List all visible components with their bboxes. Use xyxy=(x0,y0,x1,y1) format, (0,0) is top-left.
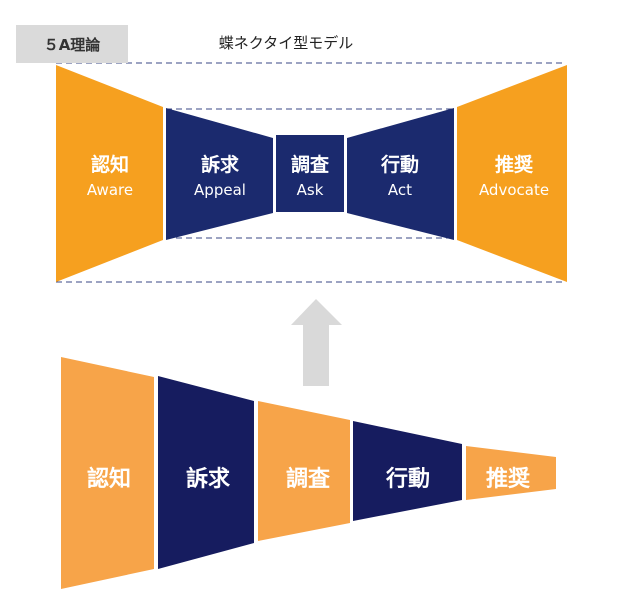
label-jp: 行動 xyxy=(380,154,420,176)
bowtie-aware-shape xyxy=(56,65,163,282)
funnel-label-advocate: 推奨 xyxy=(485,467,531,492)
label-en: Ask xyxy=(296,181,324,199)
funnel-advocate-shape xyxy=(466,446,556,500)
label-jp: 調査 xyxy=(290,154,330,176)
funnel-label-ask: 調査 xyxy=(285,467,331,492)
model-badge: ５A理論 xyxy=(16,25,128,63)
funnel-label-aware: 認知 xyxy=(86,467,132,492)
label-en: Act xyxy=(387,181,413,199)
bowtie-ask-shape xyxy=(276,135,344,212)
funnel-aware-shape xyxy=(61,357,154,589)
bowtie-label-advocate: 推奨 Advocate xyxy=(479,150,549,199)
bowtie-act-shape xyxy=(347,108,454,240)
bowtie-label-aware: 認知 Aware xyxy=(87,150,133,199)
bowtie-label-ask: 調査 Ask xyxy=(291,150,329,199)
label-en: Aware xyxy=(86,181,134,199)
up-arrow-icon xyxy=(291,299,342,386)
funnel-act-shape xyxy=(353,421,462,521)
label-en: Advocate xyxy=(478,181,550,199)
label-jp: 推奨 xyxy=(494,154,533,176)
funnel-label-appeal: 訴求 xyxy=(185,467,231,492)
model-subtitle: 蝶ネクタイ型モデル xyxy=(218,34,354,52)
label-en: Appeal xyxy=(194,181,246,199)
bowtie-appeal-shape xyxy=(166,108,273,240)
funnel-appeal-shape xyxy=(158,376,254,569)
label-jp: 認知 xyxy=(90,154,129,176)
bowtie-advocate-shape xyxy=(457,65,567,282)
bowtie-label-appeal: 訴求 Appeal xyxy=(194,150,246,199)
funnel-label-act: 行動 xyxy=(385,467,431,492)
funnel-ask-shape xyxy=(258,401,350,541)
bowtie-label-act: 行動 Act xyxy=(381,150,419,199)
label-jp: 訴求 xyxy=(200,154,239,176)
